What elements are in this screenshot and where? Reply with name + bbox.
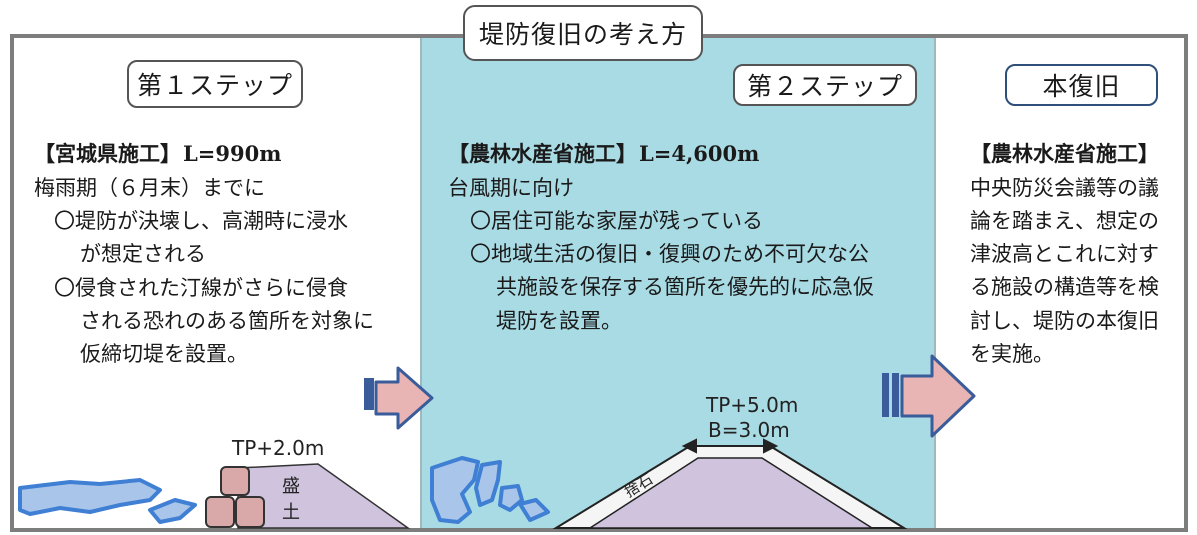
final-line6: を実施。	[970, 342, 1054, 366]
step2-line3: 〇地域生活の復旧・復興のため不可欠な公	[470, 242, 869, 266]
step2-label: 第２ステップ	[733, 64, 917, 106]
mound-char-1: 盛	[282, 476, 300, 497]
page-title: 堤防復旧の考え方	[463, 5, 703, 61]
step1-line4: 〇侵食された汀線がさらに侵食	[54, 276, 348, 300]
final-heading: 【農林水産省施工】	[970, 141, 1159, 166]
step2-heading: 【農林水産省施工】L=4,600m	[448, 138, 759, 170]
wave-rubble-icon-right	[430, 456, 550, 524]
step1-heading-length: L=990m	[183, 141, 282, 166]
right-arrow-icon-1	[364, 366, 434, 430]
sandbag-icon	[205, 466, 265, 528]
step1-heading: 【宮城県施工】L=990m	[34, 138, 281, 170]
final-line3: 津波高とこれに対す	[970, 242, 1159, 266]
step1-line2: 〇堤防が決壊し、高潮時に浸水	[54, 209, 348, 233]
step2-panel	[420, 38, 936, 528]
step1-height-label: TP+2.0m	[232, 436, 325, 460]
step2-heading-length: L=4,600m	[639, 141, 760, 166]
step2-line5: 堤防を設置。	[496, 309, 622, 333]
step2-line2: 〇居住可能な家屋が残っている	[470, 209, 763, 233]
step1-line5: される恐れのある箇所を対象に	[80, 309, 374, 333]
step2-crest-width-label: B=3.0m	[708, 418, 790, 442]
step1-label: 第１ステップ	[127, 60, 303, 108]
step2-line4: 共施設を保存する箇所を優先的に応急仮	[496, 275, 874, 299]
final-restoration-label: 本復旧	[1005, 64, 1158, 106]
step2-line1: 台風期に向け	[448, 176, 574, 200]
wave-rubble-icon-left	[18, 478, 197, 524]
dike-body-step2	[587, 457, 875, 529]
step1-heading-org: 【宮城県施工】	[34, 141, 181, 166]
step1-line1: 梅雨期（６月末）までに	[34, 176, 265, 200]
step2-heading-org: 【農林水産省施工】	[448, 141, 637, 166]
final-line5: 討し、堤防の本復旧	[970, 309, 1159, 333]
right-arrow-icon-2	[882, 354, 976, 438]
step1-line3: が想定される	[80, 242, 206, 266]
final-line1: 中央防災会議等の議	[970, 176, 1159, 200]
mound-char-2: 土	[282, 502, 300, 523]
crest-width-arrow	[681, 438, 779, 454]
final-line2: 論を踏まえ、想定の	[970, 209, 1159, 233]
final-line4: る施設の構造等を検	[970, 275, 1159, 299]
step2-height-label: TP+5.0m	[706, 393, 799, 417]
step1-line6: 仮締切堤を設置。	[80, 342, 248, 366]
